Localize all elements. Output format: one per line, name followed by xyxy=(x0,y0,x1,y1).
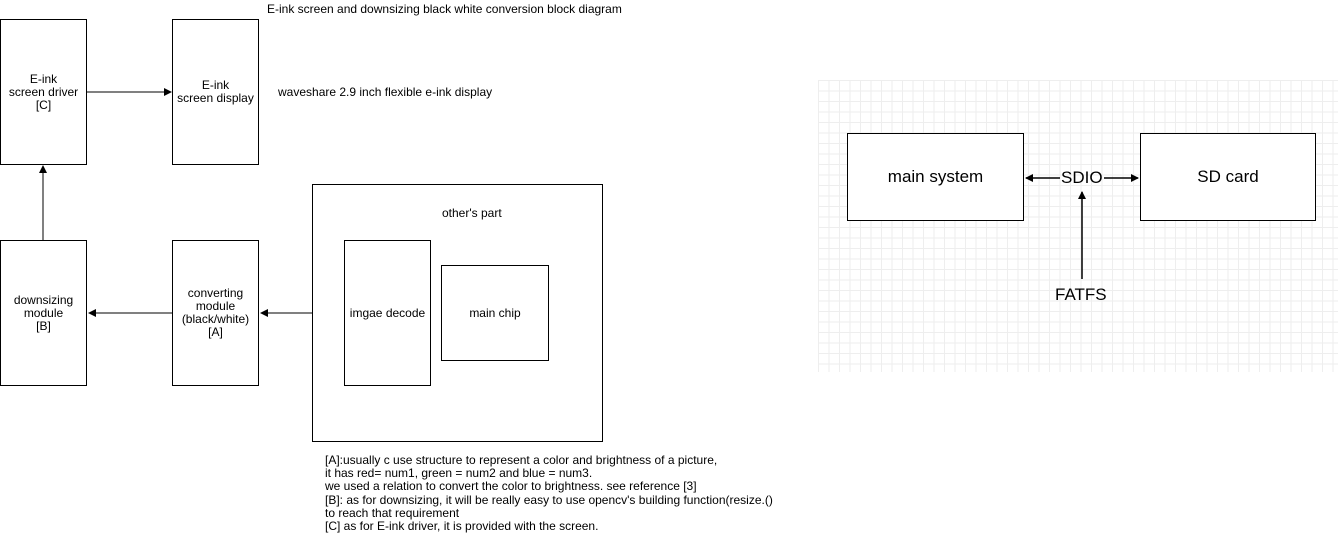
converting-module-box: converting module (black/white) [A] xyxy=(172,240,259,386)
reference-notes: [A]:usually c use structure to represent… xyxy=(325,453,773,534)
diagram-title: E-ink screen and downsizing black white … xyxy=(267,2,622,16)
eink-display-box: E-ink screen display xyxy=(172,19,259,165)
eink-driver-box: E-ink screen driver [C] xyxy=(0,19,87,165)
main-chip-box: main chip xyxy=(441,265,549,361)
sdio-label: SDIO xyxy=(1061,168,1103,187)
others-part-label: other's part xyxy=(442,206,502,220)
sd-card-box: SD card xyxy=(1140,133,1316,221)
fatfs-label: FATFS xyxy=(1055,285,1107,304)
main-system-box: main system xyxy=(847,133,1024,221)
downsizing-module-box: downsizing module [B] xyxy=(0,240,87,386)
image-decode-box: imgae decode xyxy=(344,240,431,386)
diagram-grid-background xyxy=(818,80,1338,372)
display-caption: waveshare 2.9 inch flexible e-ink displa… xyxy=(278,85,493,99)
